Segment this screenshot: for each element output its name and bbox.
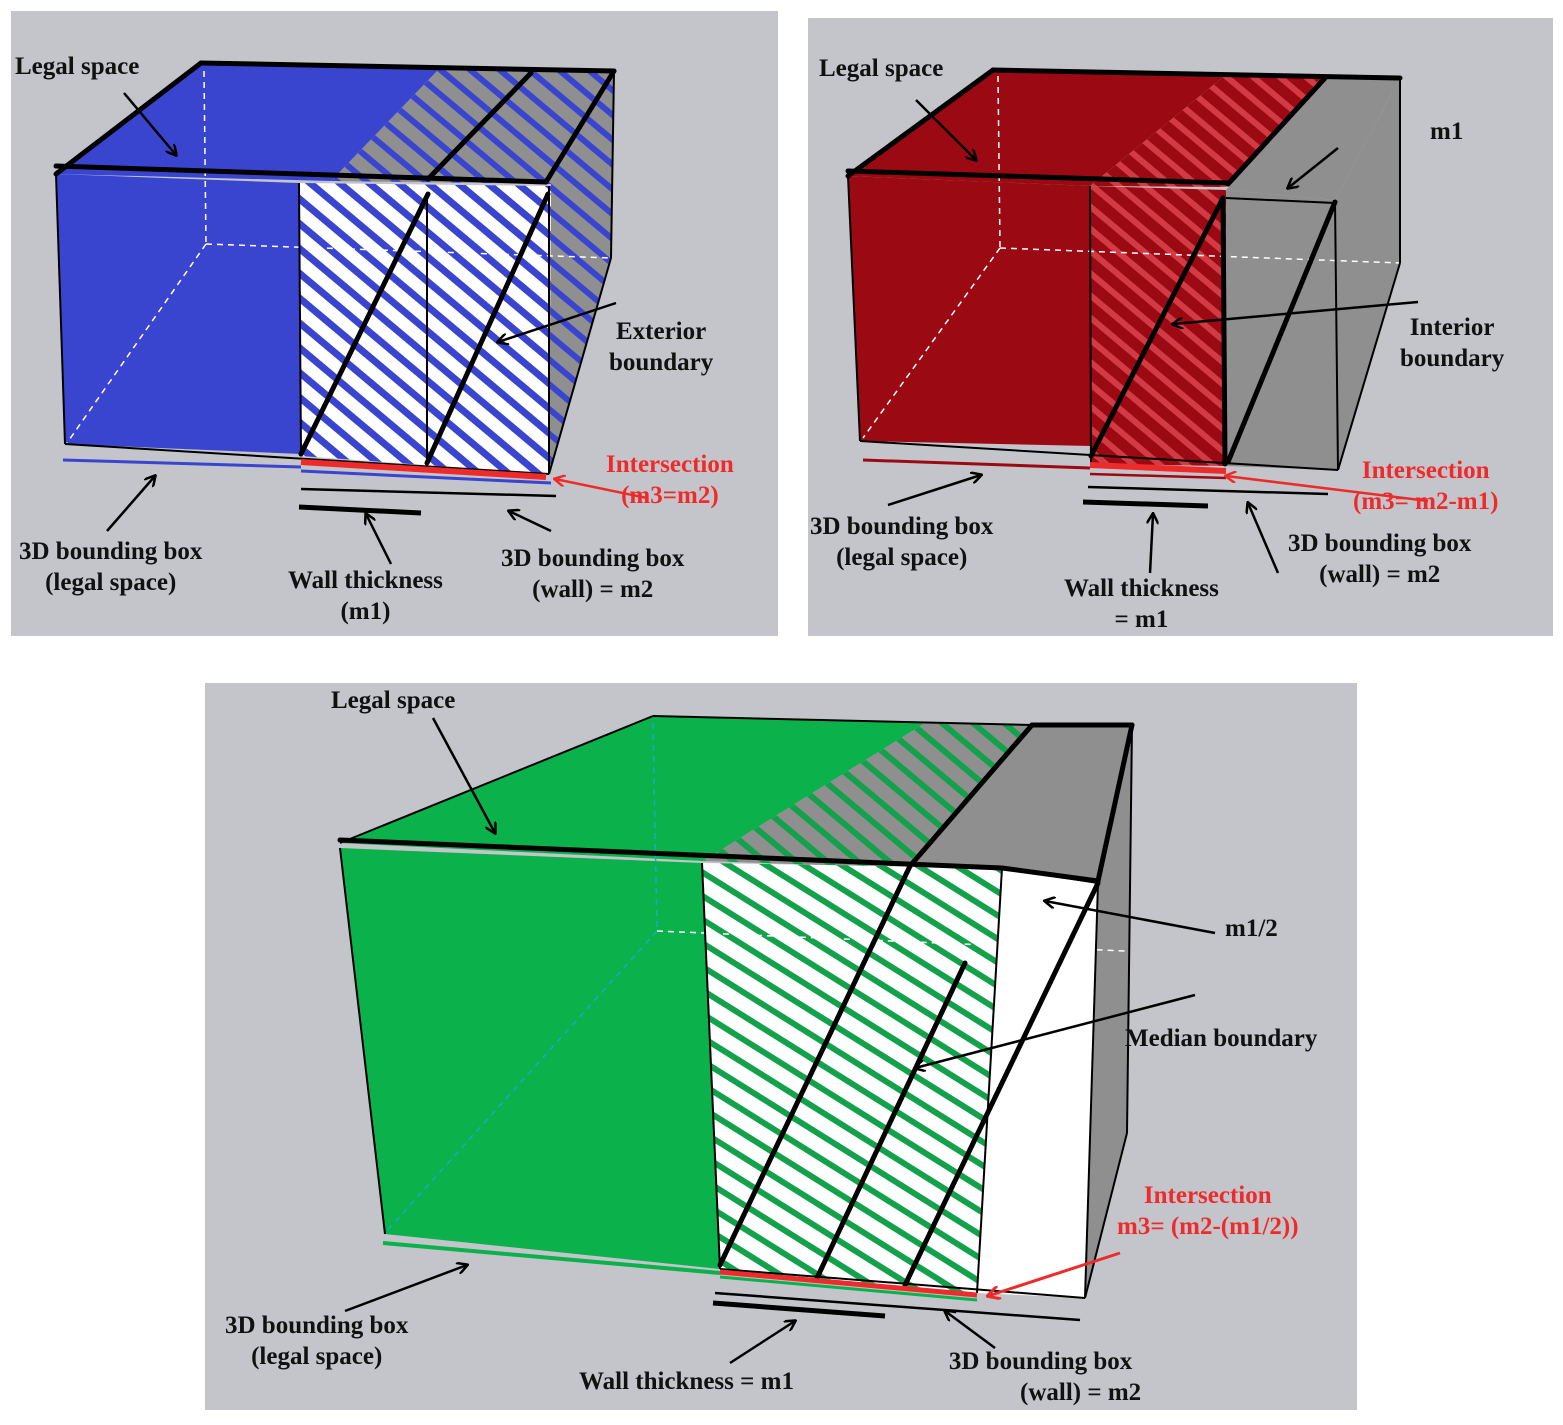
bbox-legal-label: 3D bounding box (legal space) [810,511,993,573]
bbox-wall-line1: 3D bounding box [1288,530,1472,557]
intersection-line [300,459,547,480]
wall-thickness-line1: Wall thickness [1064,575,1219,602]
median-boundary-diagram [337,715,1216,1365]
median-boundary-label: Median boundary [1125,1025,1318,1052]
m1-label: m1 [1430,118,1464,145]
bbox-legal-line1: 3D bounding box [19,538,203,565]
legal-space-label: Legal space [331,687,456,714]
wall-bbox-line-blue [300,469,552,485]
legal-space-label: Legal space [819,55,944,82]
wall-bbox-line-red [1089,472,1227,480]
wall-bbox-line [1087,485,1329,496]
legal-bbox-line [382,1241,721,1275]
wall-thickness-line [298,504,422,516]
wall-front-face-white [977,868,1098,1298]
legal-space-top-face [848,70,1228,186]
wall-thickness-line [712,1300,886,1319]
boundary-label-line1: Interior [1409,314,1495,341]
wall-thickness-line [1082,499,1209,509]
legal-space-front-face [56,174,301,454]
wall-thickness-line2: = m1 [1114,606,1169,633]
wall-side-face [549,71,614,474]
interior-boundary-diagram [845,67,1429,574]
m1-half-label: m1/2 [1225,915,1278,942]
bbox-legal-label: 3D bounding box (legal space) [225,1310,408,1372]
intersection-label-line1: Intersection [1143,1182,1272,1209]
intersection-label-line2: m3= (m2-(m1/2)) [1117,1213,1299,1240]
interior-boundary-label: Interior boundary [1400,312,1504,374]
intersection-label-line2: (m3= m2-m1) [1353,488,1499,515]
bbox-legal-label: 3D bounding box (legal space) [19,536,202,598]
exterior-boundary-panel: Legal space Exterior boundary Intersecti… [11,11,778,636]
wall-thickness-label: Wall thickness = m1 [1064,573,1219,635]
wall-top-face-gray [910,725,1132,880]
bbox-legal-line2: (legal space) [251,1343,383,1370]
wall-top-face [331,67,614,184]
bbox-wall-line2: (wall) = m2 [532,576,654,603]
exterior-boundary-label: Exterior boundary [609,316,713,378]
intersection-label: Intersection m3= (m2-(m1/2)) [1117,1180,1299,1242]
exterior-boundary-diagram [53,60,648,565]
intersection-line [1089,462,1227,474]
wall-bbox-line [300,487,557,498]
bbox-wall-label: 3D bounding box (wall) = m2 [1288,528,1471,590]
boundary-label-line2: boundary [1400,345,1505,372]
wall-bbox-line-green [719,1275,978,1302]
intersection-label-line1: Intersection [1361,457,1490,484]
wall-top-face-hatched [703,723,1080,868]
bbox-legal-line1: 3D bounding box [810,513,994,540]
bbox-wall-line1: 3D bounding box [948,1348,1133,1375]
wall-front-face [299,183,551,474]
legal-bbox-line [862,458,1091,470]
wall-front-face-hatched [702,863,1002,1293]
bbox-legal-line2: (legal space) [45,569,177,596]
bbox-wall-line1: 3D bounding box [501,545,685,572]
wall-thickness-label: Wall thickness = m1 [579,1368,794,1395]
legal-space-front-face [848,176,1091,446]
intersection-line [719,1269,978,1298]
wall-thickness-line2: (m1) [340,598,391,625]
wall-thickness-line1: Wall thickness [288,567,443,594]
median-boundary-panel: Legal space m1/2 Median boundary Interse… [205,683,1357,1410]
bbox-legal-line1: 3D bounding box [225,1312,409,1339]
wall-thickness-label: Wall thickness (m1) [288,565,443,627]
legal-bbox-line [62,458,302,469]
intersection-label: Intersection (m3=m2) [606,449,734,511]
intersection-label-line1: Intersection [606,451,734,478]
bbox-wall-line2: (wall) = m2 [1020,1379,1142,1406]
boundary-label-line2: boundary [609,349,714,376]
wall-gray-top-face [1226,75,1400,200]
bbox-wall-label: 3D bounding box (wall) = m2 [501,543,684,605]
intersection-label: Intersection (m3= m2-m1) [1353,455,1498,517]
bbox-legal-line2: (legal space) [836,544,968,571]
interior-boundary-panel: Legal space m1 Interior boundary Interse… [808,18,1553,636]
wall-side-face [1335,78,1400,470]
legal-space-top-face [56,63,441,181]
legal-space-front-face [340,848,720,1269]
wall-hatched-top-face [1090,73,1325,187]
boundary-label-line1: Exterior [615,318,707,345]
legal-space-label: Legal space [15,53,140,80]
bbox-wall-label: 3D bounding box (wall) = m2 [940,1346,1141,1408]
wall-side-face [1085,725,1132,1298]
wall-bbox-line [714,1291,1081,1322]
intersection-label-line2: (m3=m2) [621,482,719,509]
bbox-wall-line2: (wall) = m2 [1319,561,1441,588]
